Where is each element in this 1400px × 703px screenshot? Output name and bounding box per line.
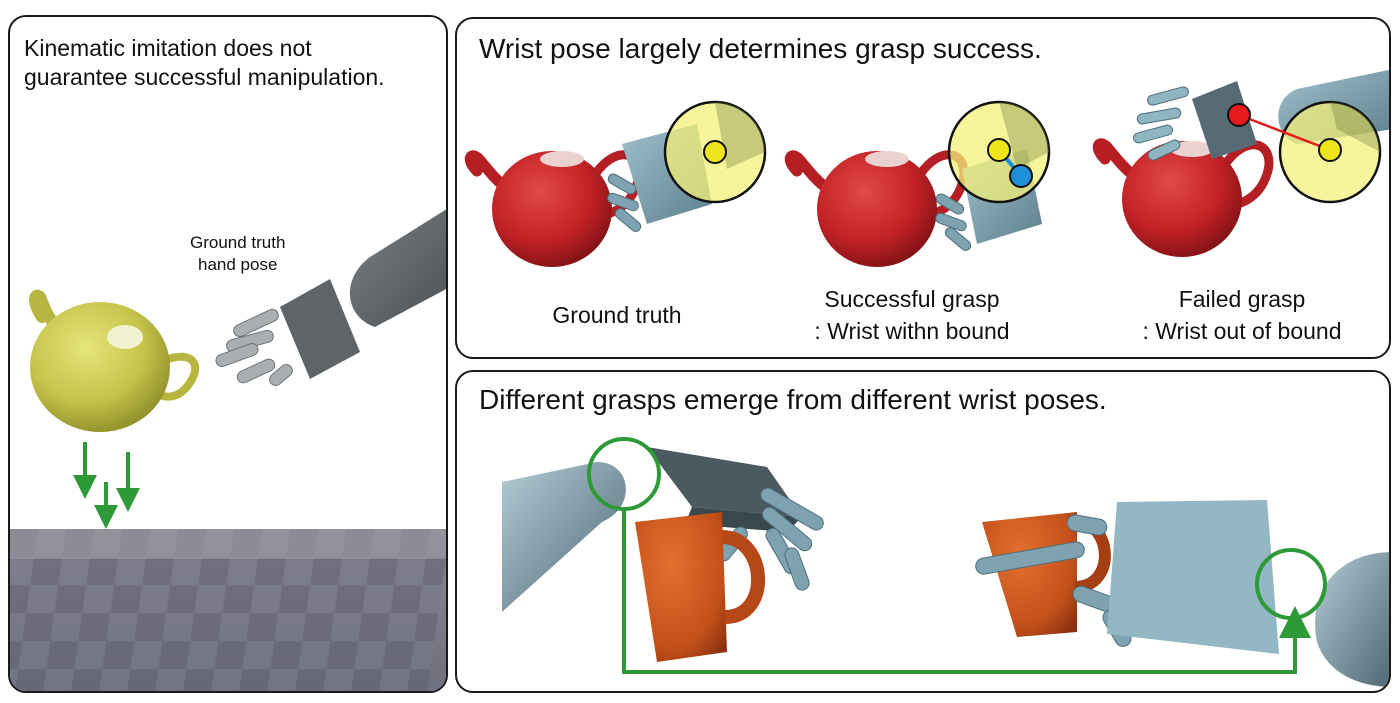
top-right-title: Wrist pose largely determines grasp succ… (479, 31, 1042, 67)
caption-ground-truth-line1: Ground truth (527, 299, 707, 331)
left-panel-title: Kinematic imitation does not guarantee s… (24, 34, 385, 92)
right-grasp (974, 500, 1391, 687)
left-grasp (502, 439, 826, 662)
caption-successful-line2: : Wrist withn bound (787, 315, 1037, 347)
falling-arrows (85, 442, 128, 517)
different-grasps-scene (457, 372, 1391, 693)
top-right-panel: Wrist pose largely determines grasp succ… (455, 17, 1391, 359)
yellow-teapot (30, 296, 195, 432)
left-panel: Kinematic imitation does not guarantee s… (8, 15, 448, 693)
gt-label-line2: hand pose (190, 254, 285, 276)
gt-label-line1: Ground truth (190, 232, 285, 254)
caption-ground-truth: Ground truth (527, 299, 707, 331)
wrist-marker-red (1228, 104, 1250, 126)
left-title-line1: Kinematic imitation does not (24, 34, 385, 63)
left-scene (10, 17, 448, 693)
caption-successful-grasp: Successful grasp : Wrist withn bound (787, 283, 1037, 347)
caption-failed-line2: : Wrist out of bound (1117, 315, 1367, 347)
ground-truth-hand-label: Ground truth hand pose (190, 232, 285, 276)
caption-failed-grasp: Failed grasp : Wrist out of bound (1117, 283, 1367, 347)
wrist-marker-yellow (988, 139, 1010, 161)
checkered-floor (10, 529, 448, 693)
scene-ground-truth (470, 102, 765, 267)
scene-successful-grasp (790, 102, 1049, 267)
left-title-line2: guarantee successful manipulation. (24, 63, 385, 92)
wrist-marker-yellow (1319, 139, 1341, 161)
wrist-marker-yellow (704, 141, 726, 163)
scene-failed-grasp (1098, 69, 1391, 257)
caption-failed-line1: Failed grasp (1117, 283, 1367, 315)
bottom-right-panel: Different grasps emerge from different w… (455, 370, 1391, 693)
caption-successful-line1: Successful grasp (787, 283, 1037, 315)
wrist-marker-blue (1010, 165, 1032, 187)
bottom-right-title: Different grasps emerge from different w… (479, 382, 1107, 418)
